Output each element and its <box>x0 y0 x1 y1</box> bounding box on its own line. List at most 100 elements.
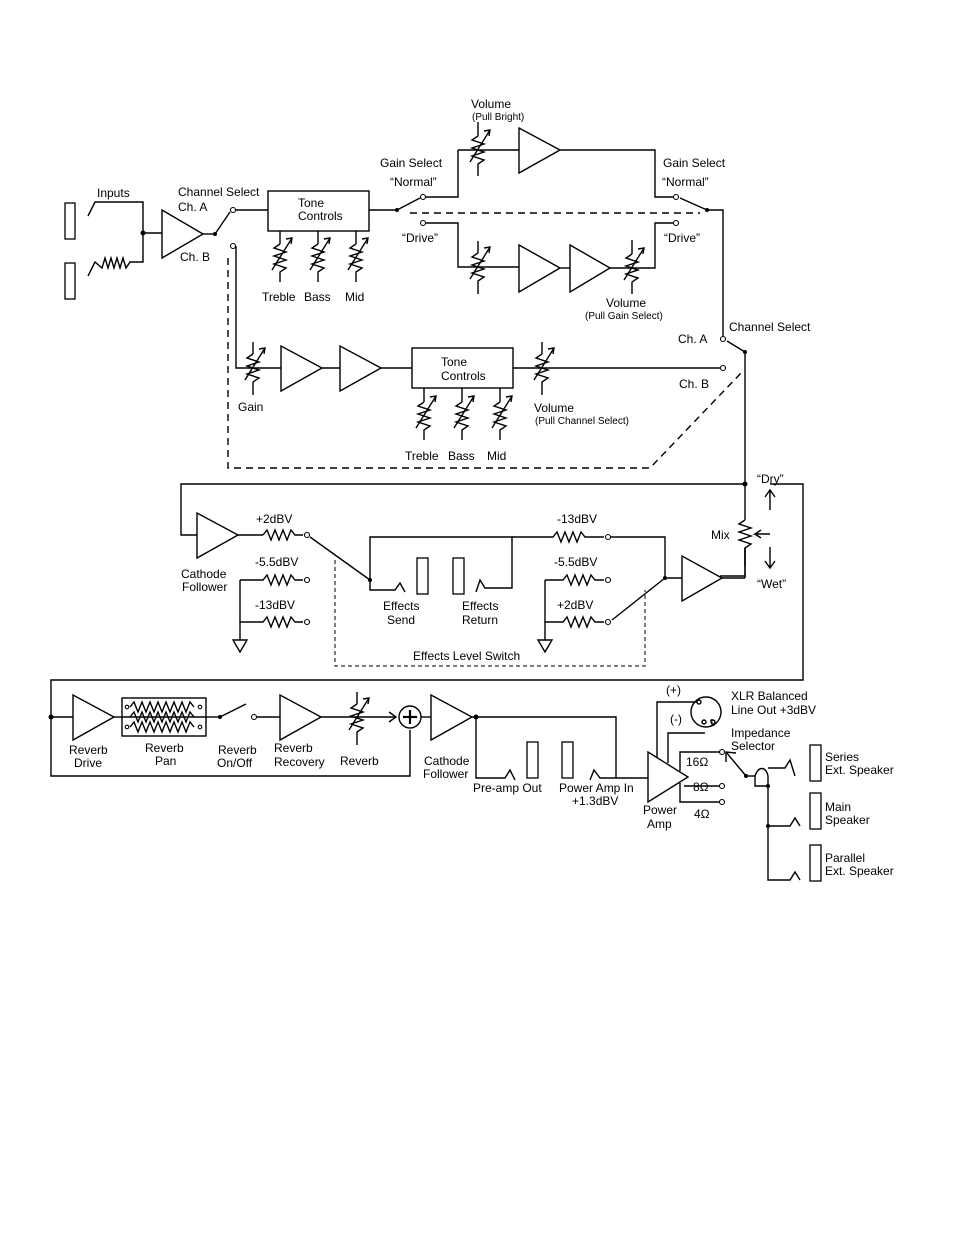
treble-b-pot[interactable] <box>415 388 437 440</box>
input-jack-1[interactable] <box>64 202 76 240</box>
reverb-onoff-line2: On/Off <box>217 756 253 770</box>
volume-pull-bright-pot[interactable] <box>469 122 491 176</box>
normal-gain-amplifier <box>518 126 562 175</box>
xlr-line1: XLR Balanced <box>731 689 808 703</box>
effects-send-jack[interactable] <box>416 557 429 595</box>
ch-a-input-label: Ch. A <box>178 200 207 214</box>
minus55-right-label: -5.5dBV <box>554 555 597 569</box>
mid-b-label: Mid <box>487 449 506 463</box>
tone-controls-b-line2: Controls <box>441 369 486 383</box>
bass-a-pot[interactable] <box>309 231 331 282</box>
effects-return-amplifier <box>681 554 724 603</box>
main-line2: Speaker <box>825 813 870 827</box>
input-section: Inputs Channel Select Ch. A Ch. B <box>64 185 260 300</box>
reverb-onoff-line1: Reverb <box>218 743 257 757</box>
input-jack-2[interactable] <box>64 262 76 300</box>
volume-pull-bright-line1: Volume <box>471 97 511 111</box>
power-amplifier <box>647 750 690 804</box>
effects-send-line1: Effects <box>383 599 419 613</box>
bass-a-label: Bass <box>304 290 331 304</box>
series-line2: Ext. Speaker <box>825 763 894 777</box>
power-amp-in-jack[interactable] <box>561 741 574 779</box>
drive-gain-pot[interactable] <box>469 241 491 294</box>
volume-pull-gain-select-pot[interactable] <box>623 240 645 294</box>
cathode-follower-1-line2: Follower <box>182 580 227 594</box>
cathode-follower-1 <box>196 511 240 560</box>
xlr-one-label: 1 <box>709 718 715 729</box>
volume-pull-channel-select-pot[interactable] <box>533 342 555 395</box>
bass-b-pot[interactable] <box>453 388 475 440</box>
tone-controls-b-line1: Tone <box>441 355 467 369</box>
reverb-level-pot[interactable] <box>348 692 370 745</box>
ohm4-label: 4Ω <box>694 807 710 821</box>
power-amp-in-line2: +1.3dBV <box>572 794 618 808</box>
reverb-drive-amplifier <box>72 693 116 742</box>
volume-pull-channel-select-line2: (Pull Channel Select) <box>535 416 629 427</box>
parallel-line1: Parallel <box>825 851 865 865</box>
series-line1: Series <box>825 750 859 764</box>
mid-a-pot[interactable] <box>347 231 369 282</box>
mid-a-label: Mid <box>345 290 364 304</box>
treble-a-pot[interactable] <box>271 231 293 282</box>
reverb-recovery-amplifier <box>279 693 323 742</box>
preamp-out-label: Pre-amp Out <box>473 781 542 795</box>
channel-b-section: Gain Tone Controls Treble Bass Mid <box>227 246 811 469</box>
gain-select-left-label: Gain Select <box>380 156 443 170</box>
mid-b-pot[interactable] <box>491 388 513 440</box>
tone-controls-a-line2: Controls <box>298 209 343 223</box>
input-amplifier <box>161 208 205 260</box>
mix-label: Mix <box>711 528 730 542</box>
reverb-recovery-line2: Recovery <box>274 755 325 769</box>
effects-send-line2: Send <box>387 613 415 627</box>
cathode-follower-1-line1: Cathode <box>181 567 227 581</box>
tone-controls-a-line1: Tone <box>298 196 324 210</box>
xlr-line2: Line Out +3dBV <box>731 703 816 717</box>
effects-level-switch-label: Effects Level Switch <box>413 649 520 663</box>
reverb-section: Reverb Drive Reverb Pan Reverb On/Off Re… <box>48 692 474 781</box>
xlr-minus-label: (-) <box>670 712 682 726</box>
reverb-pan-tank <box>121 697 207 737</box>
effects-return-line2: Return <box>462 613 498 627</box>
parallel-ext-speaker-jack[interactable] <box>809 844 822 882</box>
ch-b-input-label: Ch. B <box>180 250 210 264</box>
ch-a-output-label: Ch. A <box>678 332 707 346</box>
treble-a-label: Treble <box>262 290 296 304</box>
dry-label: “Dry” <box>757 472 784 486</box>
reverb-pan-line1: Reverb <box>145 741 184 755</box>
treble-b-label: Treble <box>405 449 439 463</box>
xlr-plus-label: (+) <box>666 683 681 697</box>
reverb-level-label: Reverb <box>340 754 379 768</box>
gain-b-label: Gain <box>238 400 263 414</box>
gain-select-right-label: Gain Select <box>663 156 726 170</box>
plus2-right-label: +2dBV <box>557 598 593 612</box>
normal-left-label: “Normal” <box>390 175 437 189</box>
gain-b-pot[interactable] <box>244 342 266 395</box>
normal-right-label: “Normal” <box>662 175 709 189</box>
plus2-top-label: +2dBV <box>256 512 292 526</box>
xlr-line-out[interactable] <box>690 696 722 728</box>
minus55-left-label: -5.5dBV <box>255 555 298 569</box>
reverb-recovery-line1: Reverb <box>274 741 313 755</box>
series-ext-speaker-jack[interactable] <box>809 744 822 782</box>
ohm8-label: 8Ω <box>693 780 709 794</box>
bass-b-label: Bass <box>448 449 475 463</box>
minus13-top-label: -13dBV <box>557 512 597 526</box>
summing-junction <box>398 705 422 729</box>
channel-b-amplifier-2 <box>339 344 383 393</box>
effects-return-jack[interactable] <box>452 557 465 595</box>
main-speaker-jack[interactable] <box>809 792 822 830</box>
cathode-follower-2-line1: Cathode <box>424 754 470 768</box>
output-section: Pre-amp Out Power Amp In +1.3dBV Power A… <box>472 683 894 882</box>
power-amp-line1: Power <box>643 803 677 817</box>
reverb-drive-line1: Reverb <box>69 743 108 757</box>
main-line1: Main <box>825 800 851 814</box>
channel-a-section: Tone Controls Treble Bass Mid <box>236 97 726 336</box>
reverb-pan-line2: Pan <box>155 754 176 768</box>
channel-select-top-label: Channel Select <box>178 185 260 199</box>
channel-select-right-label: Channel Select <box>729 320 811 334</box>
cathode-follower-2 <box>430 693 474 742</box>
tone-controls-b[interactable] <box>411 347 514 389</box>
effects-return-line1: Effects <box>462 599 498 613</box>
preamp-out-jack[interactable] <box>526 741 539 779</box>
